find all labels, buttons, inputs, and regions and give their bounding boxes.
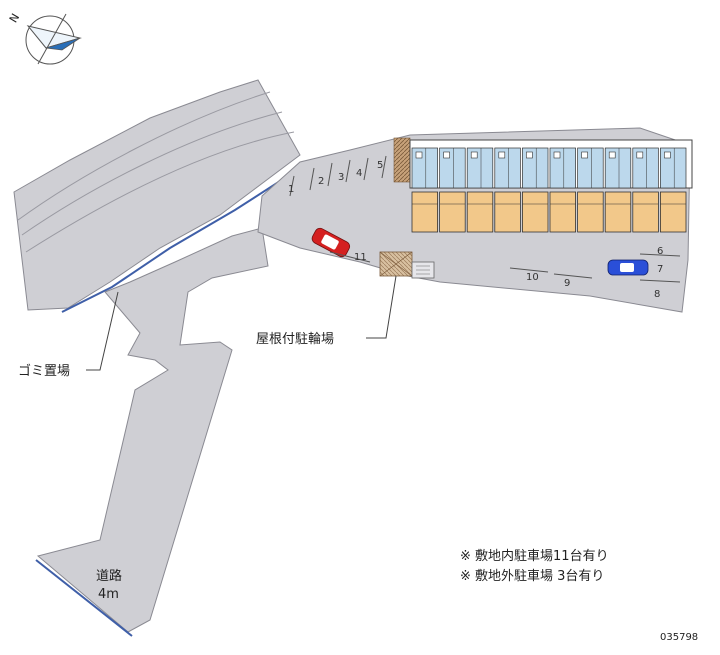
plot-line-3 (25, 131, 295, 253)
unit-door (581, 151, 588, 159)
red-car-window (321, 234, 339, 250)
bicycle-shelter-cross (379, 251, 413, 277)
unit-door (498, 151, 506, 159)
garbage-box-lines (416, 265, 430, 275)
bicycle-parking-label: 屋根付駐輪場 (256, 331, 334, 347)
parking-number-8: 8 (654, 289, 660, 300)
plot-edge-blue (61, 164, 306, 313)
stall-line (553, 273, 593, 279)
bicycle-leader-line (366, 275, 397, 339)
garbage-leader-line (86, 291, 119, 371)
unit-body (411, 191, 439, 233)
unit-body (466, 191, 494, 233)
parking-number-9: 9 (564, 278, 570, 289)
compass-needle-light (26, 25, 82, 49)
parking-number-10: 10 (526, 272, 539, 283)
unit-body (604, 191, 632, 233)
unit-door (636, 151, 644, 159)
map-id: 035798 (660, 632, 698, 643)
parking-stalls-bottom (329, 251, 681, 283)
unit-body (577, 191, 604, 233)
parking-number-3: 3 (338, 172, 344, 183)
unit-body (522, 191, 549, 233)
street-edge (35, 559, 133, 637)
unit-body (494, 191, 521, 233)
apartment-building (411, 147, 687, 233)
parking-number-11: 11 (354, 252, 367, 263)
road-width-label: 4m (98, 587, 119, 602)
unit-door (415, 151, 423, 159)
blue-car-window (620, 263, 634, 272)
unit-body (632, 191, 659, 233)
stall-line (345, 159, 351, 183)
parking-number-5: 5 (377, 160, 383, 171)
compass-axis (37, 13, 67, 65)
stall-line (509, 267, 549, 273)
garbage-area-label: ゴミ置場 (18, 363, 70, 379)
unit-door (443, 151, 450, 159)
parking-number-6: 6 (657, 246, 663, 257)
building-stairs (393, 137, 411, 183)
stall-line (363, 157, 369, 181)
stall-line (309, 167, 315, 191)
parking-number-7: 7 (657, 264, 663, 275)
bicycle-shelter (379, 251, 435, 279)
parking-numbers: 1 2 3 4 5 6 7 8 9 10 11 (288, 160, 663, 300)
stall-line (639, 253, 681, 257)
stall-line (381, 155, 387, 179)
unit-door (664, 151, 671, 159)
stall-line (289, 175, 295, 197)
unit-door (608, 151, 616, 159)
note-onsite-parking: ※ 敷地内駐車場11台有り (460, 548, 609, 564)
access-road (36, 227, 269, 633)
plot-line-1 (17, 91, 271, 221)
road-name-label: 道路 (96, 568, 122, 584)
blue-car (607, 259, 649, 276)
stall-line (639, 279, 681, 283)
plot-line-2 (21, 111, 283, 236)
unit-body (439, 191, 466, 233)
parking-number-1: 1 (288, 184, 294, 195)
unit-body (549, 191, 577, 233)
neighbor-plot-area (13, 79, 301, 311)
unit-door (526, 151, 533, 159)
unit-door (553, 151, 561, 159)
unit-door (470, 151, 478, 159)
note-offsite-parking: ※ 敷地外駐車場 3台有り (460, 569, 604, 584)
compass-north-letter: N (7, 11, 22, 25)
compass: N (7, 11, 82, 65)
red-car (311, 227, 351, 258)
parking-number-4: 4 (356, 168, 362, 179)
stall-line (329, 251, 371, 263)
unit-body (660, 191, 687, 233)
parking-number-2: 2 (318, 176, 324, 187)
stall-line (327, 162, 333, 187)
compass-needle-dark (45, 37, 81, 51)
parking-stalls-top (289, 155, 387, 197)
neighbor-plot (13, 79, 306, 313)
